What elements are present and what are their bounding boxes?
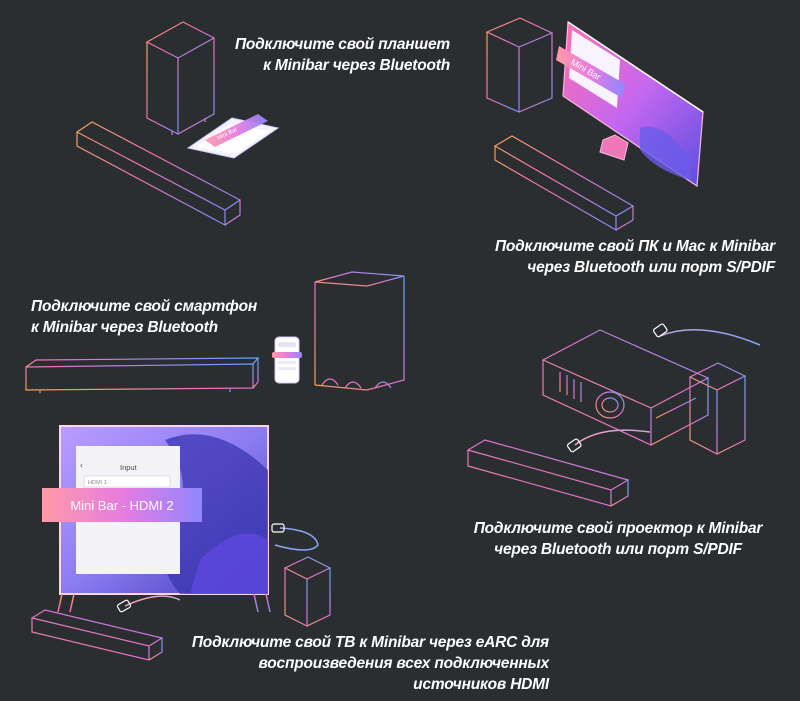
hdmi-plug-icon [271,523,285,533]
caption-tablet: Подключите свой планшет к Minibar через … [234,36,450,74]
monitor: Mini Bar [556,20,704,188]
projector [541,329,710,446]
tablet-scene: Mini Bar [75,21,280,227]
hdmi-plug-icon [566,438,582,453]
tv-menu-item: HDMI 1 [88,480,107,486]
caption-pc: Подключите свой ПК и Mac к Minibar через… [494,238,775,276]
tv: ‹ Input HDMI 1 Mini Bar - HDMI 2 [42,425,271,613]
phone-scene [25,271,405,393]
tv-subwoofer [283,556,332,627]
chevron-left-icon: ‹ [80,460,83,470]
phone-soundbar [25,357,260,393]
subwoofer [145,21,216,135]
tablet-device: Mini Bar [186,114,280,159]
tv-label-banner [42,488,202,522]
phone-subwoofer [314,271,405,391]
hdmi-plug-icon [116,599,132,613]
pc-soundbar [493,135,635,232]
caption-projector: Подключите свой проектор к Minibar через… [473,520,763,558]
tv-menu-title: Input [120,463,138,472]
tv-soundbar [30,609,164,661]
projector-soundbar [466,439,630,507]
pc-scene: Mini Bar [485,17,704,232]
pc-subwoofer [485,17,554,113]
projector-scene [466,323,761,507]
tv-screen-label: Mini Bar - HDMI 2 [70,498,173,513]
caption-tv: Подключите свой ТВ к Minibar через eARC … [191,634,549,693]
soundbar [75,121,242,227]
projector-subwoofer [688,362,747,455]
caption-phone: Подключите свой смартфон к Minibar через… [31,298,258,336]
hdmi-plug-icon [652,323,668,338]
tv-scene: ‹ Input HDMI 1 Mini Bar - HDMI 2 [30,425,332,661]
tv-cable [124,527,319,607]
projector-cable [574,329,761,446]
smartphone [272,336,302,384]
